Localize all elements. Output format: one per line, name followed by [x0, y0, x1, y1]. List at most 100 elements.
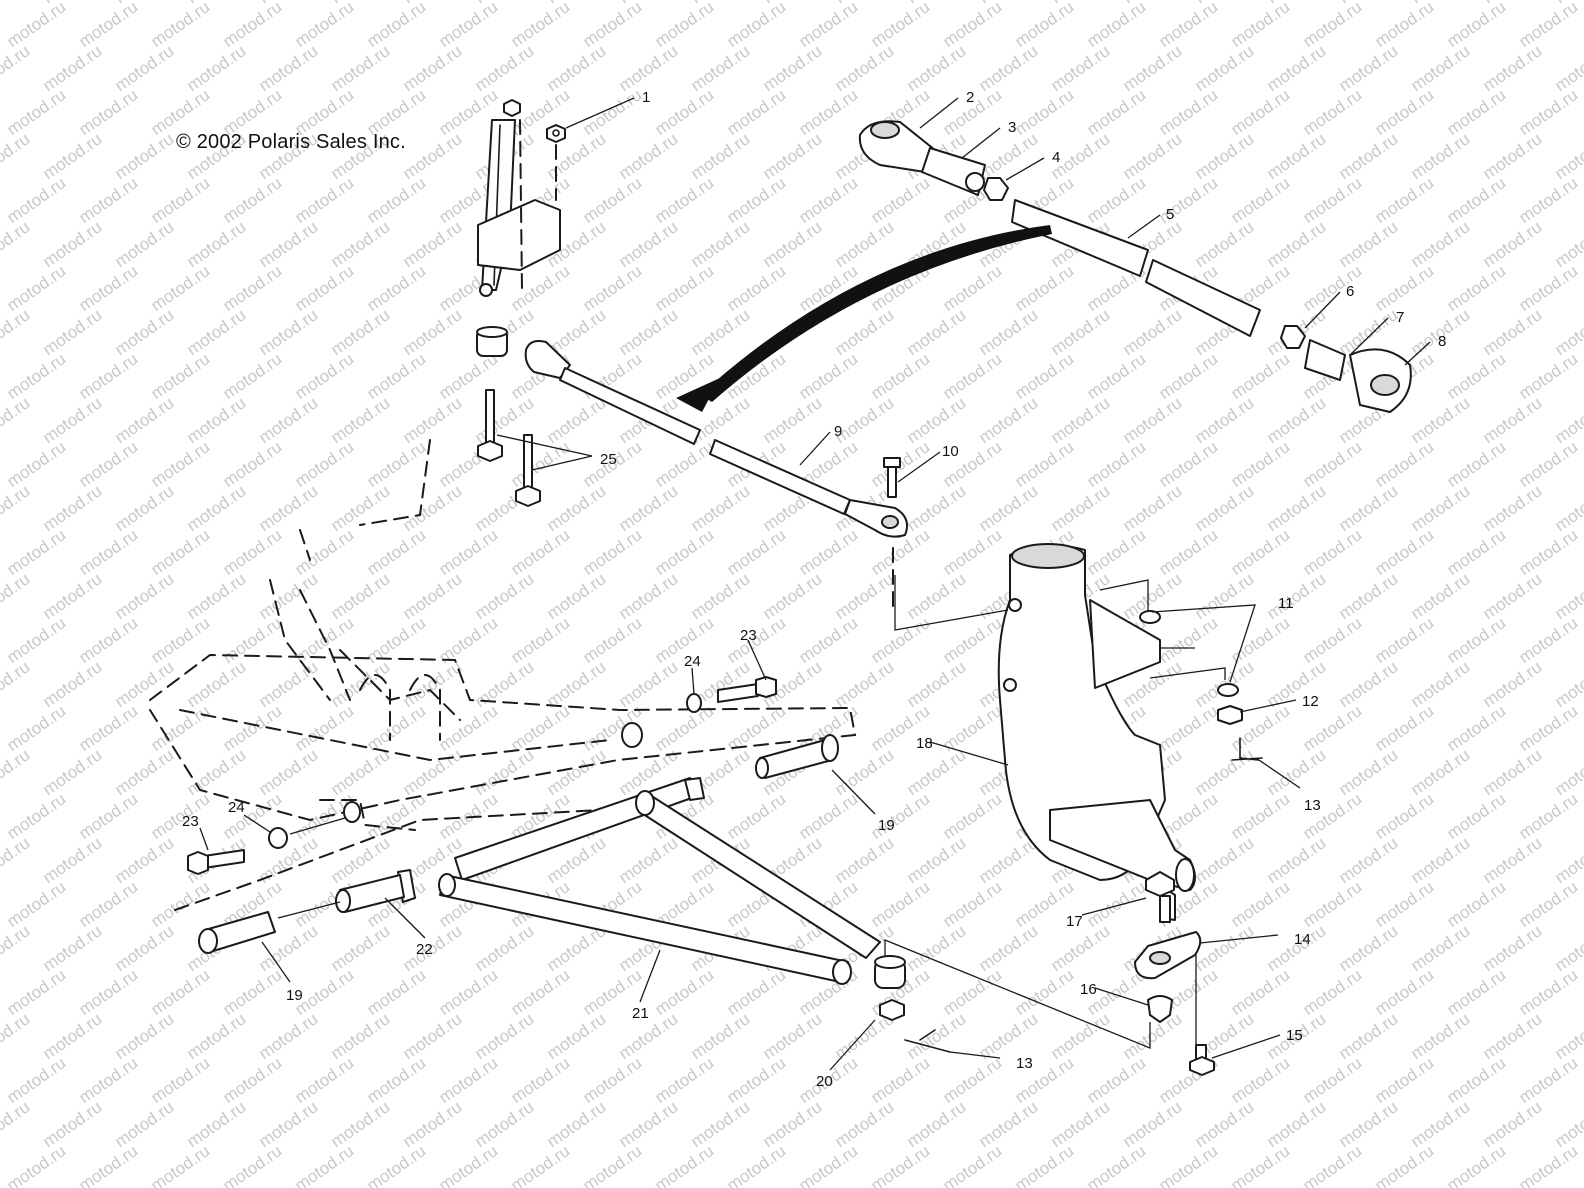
watermark-text: motod.ru [543, 657, 609, 711]
callout-23-lower: 23 [182, 813, 199, 830]
watermark-text: motod.ru [687, 41, 753, 95]
watermark-text: motod.ru [219, 1141, 285, 1188]
watermark-text: motod.ru [1371, 965, 1437, 1019]
watermark-text: motod.ru [1047, 1097, 1113, 1151]
callout-17: 17 [1066, 913, 1083, 930]
watermark-text: motod.ru [147, 1053, 213, 1107]
watermark-text: motod.ru [1263, 129, 1329, 183]
watermark-text: motod.ru [75, 965, 141, 1019]
bolt-10 [883, 457, 901, 498]
watermark-text: motod.ru [1371, 173, 1437, 227]
watermark-text: motod.ru [147, 0, 213, 51]
watermark-text: motod.ru [1047, 481, 1113, 535]
watermark-text: motod.ru [0, 921, 33, 975]
watermark-text: motod.ru [1371, 701, 1437, 755]
watermark-text: motod.ru [111, 305, 177, 359]
watermark-text: motod.ru [1515, 789, 1581, 843]
watermark-text: motod.ru [1191, 41, 1257, 95]
watermark-text: motod.ru [1191, 129, 1257, 183]
watermark-text: motod.ru [255, 569, 321, 623]
washer-24-upper [686, 693, 702, 713]
watermark-text: motod.ru [795, 173, 861, 227]
watermark-text: motod.ru [111, 833, 177, 887]
watermark-text: motod.ru [39, 657, 105, 711]
watermark-text: motod.ru [1443, 261, 1509, 315]
watermark-text: motod.ru [1191, 745, 1257, 799]
watermark-text: motod.ru [1335, 569, 1401, 623]
castle-nut-12 [1217, 705, 1243, 725]
steering-post [477, 99, 566, 297]
ball-joint-plate [1134, 871, 1215, 1076]
watermark-text: motod.ru [1263, 41, 1329, 95]
watermark-text: motod.ru [363, 437, 429, 491]
watermark-text: motod.ru [1515, 877, 1581, 931]
watermark-text: motod.ru [651, 173, 717, 227]
watermark-text: motod.ru [1263, 921, 1329, 975]
watermark-text: motod.ru [399, 745, 465, 799]
watermark-text: motod.ru [723, 173, 789, 227]
watermark-text: motod.ru [1083, 0, 1149, 51]
watermark-text: motod.ru [1443, 85, 1509, 139]
watermark-text: motod.ru [543, 1097, 609, 1151]
watermark-text: motod.ru [1119, 1097, 1185, 1151]
watermark-text: motod.ru [1407, 217, 1473, 271]
watermark-text: motod.ru [75, 1053, 141, 1107]
watermark-text: motod.ru [687, 305, 753, 359]
watermark-text: motod.ru [579, 173, 645, 227]
watermark-text: motod.ru [1479, 745, 1545, 799]
watermark-text: motod.ru [363, 613, 429, 667]
watermark-text: motod.ru [1443, 173, 1509, 227]
watermark-text: motod.ru [399, 569, 465, 623]
watermark-text: motod.ru [435, 525, 501, 579]
watermark-text: motod.ru [1515, 261, 1581, 315]
watermark-text: motod.ru [1515, 437, 1581, 491]
watermark-text: motod.ru [1335, 217, 1401, 271]
watermark-text: motod.ru [723, 85, 789, 139]
bushing-upper [476, 326, 508, 357]
watermark-text: motod.ru [1335, 481, 1401, 535]
watermark-text: motod.ru [1371, 525, 1437, 579]
watermark-text: motod.ru [0, 393, 33, 447]
watermark-text: motod.ru [1191, 921, 1257, 975]
watermark-text: motod.ru [795, 85, 861, 139]
watermark-text: motod.ru [0, 41, 33, 95]
watermark-text: motod.ru [1443, 877, 1509, 931]
watermark-text: motod.ru [939, 877, 1005, 931]
watermark-text: motod.ru [543, 745, 609, 799]
callout-11: 11 [1278, 595, 1294, 612]
callout-5: 5 [1166, 206, 1174, 223]
watermark-text: motod.ru [219, 525, 285, 579]
watermark-text: motod.ru [291, 261, 357, 315]
watermark-text: motod.ru [39, 481, 105, 535]
watermark-text: motod.ru [1155, 349, 1221, 403]
watermark-text: motod.ru [399, 657, 465, 711]
watermark-text: motod.ru [1371, 613, 1437, 667]
watermark-text: motod.ru [363, 0, 429, 51]
watermark-text: motod.ru [1227, 1141, 1293, 1188]
watermark-text: motod.ru [327, 1009, 393, 1063]
watermark-text: motod.ru [291, 349, 357, 403]
watermark-text: motod.ru [903, 1097, 969, 1151]
watermark-text: motod.ru [867, 877, 933, 931]
watermark-text: motod.ru [1155, 1141, 1221, 1188]
watermark-text: motod.ru [1479, 1097, 1545, 1151]
callout-25: 25 [600, 451, 617, 468]
watermark-text: motod.ru [75, 701, 141, 755]
callout-24-lower: 24 [228, 799, 245, 816]
watermark-text: motod.ru [435, 965, 501, 1019]
watermark-text: motod.ru [1479, 41, 1545, 95]
watermark-text: motod.ru [1407, 481, 1473, 535]
watermark-text: motod.ru [1155, 525, 1221, 579]
watermark-text: motod.ru [0, 305, 33, 359]
watermark-text: motod.ru [1263, 393, 1329, 447]
callout-7: 7 [1396, 309, 1404, 326]
callout-6: 6 [1346, 283, 1354, 300]
watermark-text: motod.ru [39, 217, 105, 271]
watermark-text: motod.ru [615, 833, 681, 887]
callout-22: 22 [416, 941, 433, 958]
watermark-text: motod.ru [1407, 393, 1473, 447]
watermark-text: motod.ru [3, 0, 69, 51]
watermark-text: motod.ru [399, 217, 465, 271]
watermark-text: motod.ru [1443, 613, 1509, 667]
